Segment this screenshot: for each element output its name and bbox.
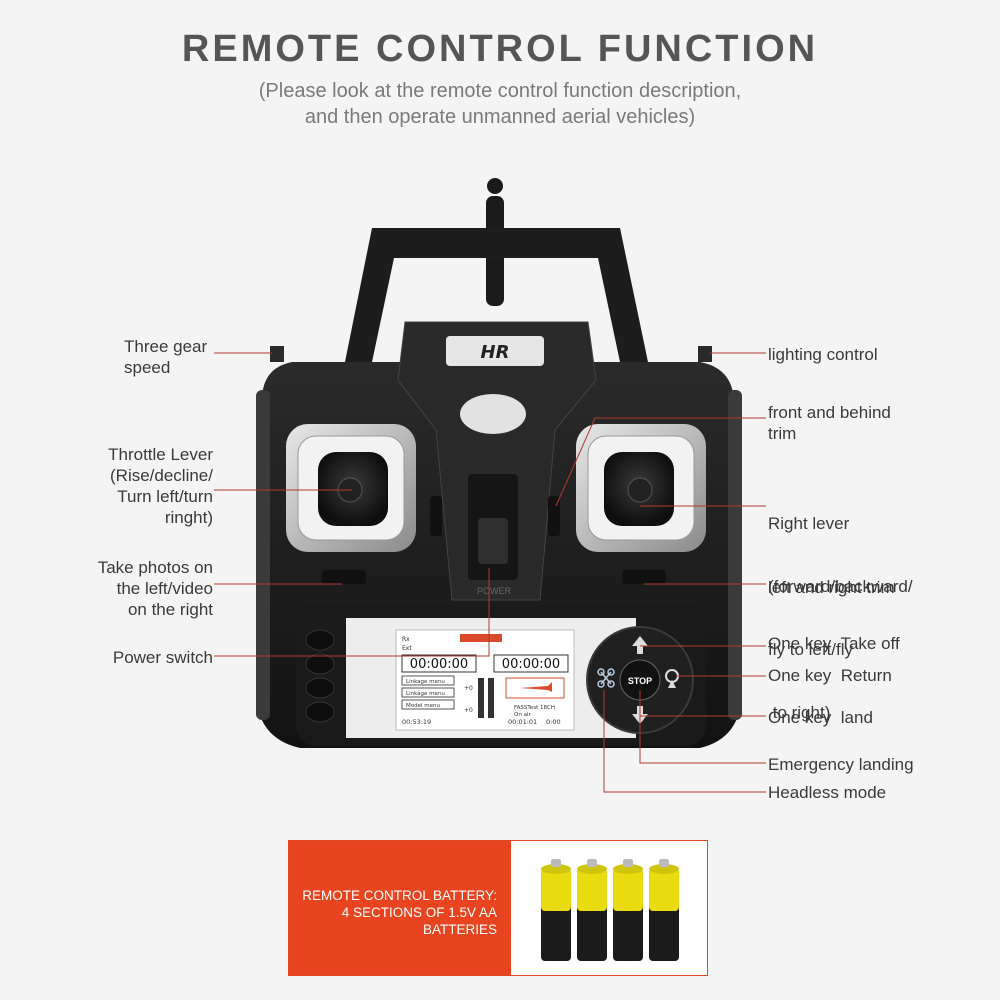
aa-batteries-image (541, 859, 679, 961)
battery-icon (649, 859, 679, 961)
svg-text:On air: On air (514, 712, 531, 718)
svg-text:Rx: Rx (402, 636, 410, 643)
label-emergency-landing: Emergency landing (768, 755, 914, 774)
svg-text:00:00:00: 00:00:00 (410, 657, 468, 672)
svg-text:Linkage menu: Linkage menu (406, 691, 445, 697)
page-subtitle: (Please look at the remote control funct… (0, 78, 1000, 130)
label-power-switch: Power switch (112, 648, 213, 667)
label-throttle-lever: Throttle Lever (Rise/decline/ Turn left/… (108, 445, 213, 527)
battery-text-panel: REMOTE CONTROL BATTERY: 4 SECTIONS OF 1.… (289, 841, 511, 975)
svg-text:FASSTest 18CH: FASSTest 18CH (514, 705, 555, 711)
brand-logo: HR (446, 336, 544, 366)
label-headless-mode: Headless mode (768, 783, 887, 802)
svg-text:00:53:19: 00:53:19 (402, 718, 431, 726)
page-title: REMOTE CONTROL FUNCTION (181, 28, 819, 70)
svg-text:00:01:01: 00:01:01 (508, 718, 537, 726)
flight-control-pad[interactable]: STOP (586, 626, 694, 734)
battery-icon (577, 859, 607, 961)
label-left-right-trim: left and right trim (768, 578, 895, 597)
left-vertical-trim (430, 496, 442, 536)
svg-text:00:00:00: 00:00:00 (502, 657, 560, 672)
battery-icon (613, 859, 643, 961)
subtitle-line-1: (Please look at the remote control funct… (258, 80, 742, 102)
battery-line-3: BATTERIES (422, 922, 497, 937)
lcd-screen: Rx Ext 00:00:00 00:00:00 Linkage menu Li… (395, 629, 575, 731)
battery-info-panel: REMOTE CONTROL BATTERY: 4 SECTIONS OF 1.… (288, 840, 708, 976)
label-take-photos: Take photos on the left/video on the rig… (97, 558, 213, 619)
battery-icon (541, 859, 571, 961)
svg-text:Linkage menu: Linkage menu (406, 679, 445, 685)
svg-text:+0: +0 (464, 685, 473, 692)
subtitle-line-2: and then operate unmanned aerial vehicle… (304, 106, 696, 128)
svg-text:HR: HR (481, 342, 510, 363)
label-three-gear-speed: Three gear speed (124, 337, 208, 377)
label-front-behind-trim: front and behind trim (768, 403, 891, 443)
battery-line-1: REMOTE CONTROL BATTERY: (302, 888, 497, 903)
label-return: One key Return (768, 666, 892, 685)
svg-text:POWER: POWER (477, 586, 512, 596)
right-stick-gimbal[interactable] (576, 424, 706, 552)
carry-handle (345, 228, 648, 362)
label-right-lever: Right lever (forward/backward/ fly to le… (768, 514, 913, 722)
left-right-trim (622, 570, 666, 584)
indicator-light (460, 394, 526, 434)
headless-mode-icon (597, 668, 615, 688)
lighting-switch (698, 346, 712, 362)
battery-line-2: 4 SECTIONS OF 1.5V AA (341, 905, 497, 920)
power-switch[interactable]: POWER (468, 474, 518, 596)
label-lighting-control: lighting control (768, 345, 878, 364)
label-land: One key land (768, 708, 873, 727)
takeoff-arrow-icon (632, 636, 648, 654)
left-stick-gimbal[interactable] (286, 424, 416, 552)
label-take-off: One key Take off (768, 634, 900, 653)
three-gear-switch (270, 346, 284, 362)
front-behind-trim (548, 496, 560, 536)
svg-text:Ext: Ext (402, 645, 412, 652)
stop-button[interactable]: STOP (628, 676, 652, 686)
photo-video-switch (322, 570, 366, 584)
svg-text:Model menu: Model menu (406, 703, 440, 709)
svg-text:+0: +0 (464, 707, 473, 714)
svg-text:0:00: 0:00 (546, 718, 561, 726)
